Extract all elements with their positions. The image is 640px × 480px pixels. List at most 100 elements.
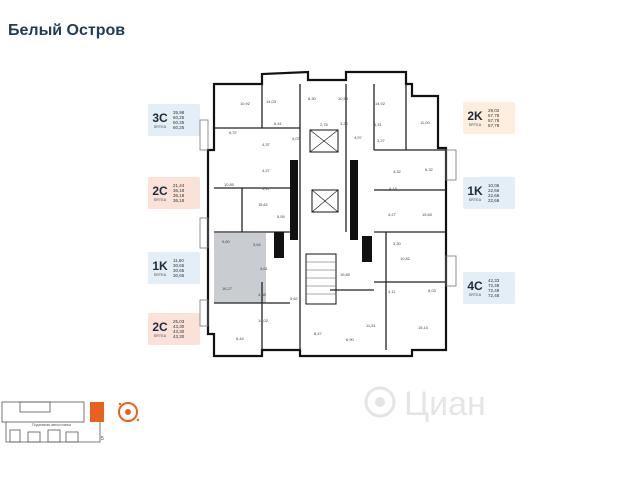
badge-sub: SRTEA bbox=[468, 292, 482, 297]
room-area: 4,27 bbox=[262, 168, 271, 173]
room-area: 6,37 bbox=[229, 130, 238, 135]
building-minimap: Подземная автостоянка 5 bbox=[1, 401, 140, 443]
room-area: 4,61 bbox=[260, 266, 269, 271]
room-area: 4,32 bbox=[393, 169, 402, 174]
room-area: 3,27 bbox=[377, 138, 386, 143]
minimap-section-number: 5 bbox=[101, 436, 104, 442]
page-title: Белый Остров bbox=[8, 22, 126, 39]
badge-type: 1K bbox=[467, 183, 483, 198]
room-area: 6,41 bbox=[274, 121, 283, 126]
room-area: 4,97 bbox=[354, 135, 363, 140]
room-area: 4,07 bbox=[292, 136, 301, 141]
room-area: 6,44 bbox=[236, 336, 245, 341]
room-area: 14,03 bbox=[266, 99, 277, 104]
room-area: 5,59 bbox=[277, 214, 286, 219]
room-area: 3,30 bbox=[393, 241, 402, 246]
badge-type: 3C bbox=[152, 110, 168, 125]
badge-value: 36,18 bbox=[173, 193, 185, 198]
room-area: 3,26 bbox=[340, 121, 349, 126]
badge-value: 43,30 bbox=[173, 334, 185, 340]
badge-type: 2C bbox=[152, 183, 168, 198]
walls bbox=[206, 70, 448, 358]
badge-value: 22,66 bbox=[488, 193, 500, 198]
room-area: 4,37 bbox=[262, 142, 271, 147]
badge-type: 1K bbox=[152, 258, 168, 273]
badge-value: 72,48 bbox=[488, 293, 500, 299]
badge-value: 29,02 bbox=[488, 107, 500, 113]
room-area: 10,80 bbox=[224, 182, 235, 187]
building-core bbox=[274, 129, 372, 305]
badge-value: 60,25 bbox=[173, 114, 185, 120]
room-area: 6,32 bbox=[425, 167, 434, 172]
badge-value: 43,30 bbox=[173, 323, 185, 329]
badge-value: 22,66 bbox=[488, 198, 500, 204]
badge-sub: SRTEA bbox=[468, 197, 482, 202]
room-area: 6,41 bbox=[374, 122, 383, 127]
watermark: Циан bbox=[364, 385, 486, 423]
badge-type: 2K bbox=[467, 108, 483, 123]
room-area: 4,58 bbox=[258, 292, 267, 297]
badge-value: 35,98 bbox=[173, 109, 185, 115]
badge-value: 43,30 bbox=[173, 329, 185, 334]
compass-icon bbox=[118, 402, 140, 422]
watermark-text: Циан bbox=[404, 385, 486, 423]
balconies bbox=[199, 119, 457, 327]
badge-value: 72,48 bbox=[488, 282, 500, 288]
badge-type: 4C bbox=[467, 278, 483, 293]
interior-walls bbox=[214, 84, 446, 350]
badge-value: 57,78 bbox=[488, 123, 500, 129]
badge-sub: SRTEA bbox=[153, 197, 167, 202]
badge-value: 72,48 bbox=[488, 288, 500, 293]
room-area: 2,75 bbox=[320, 122, 329, 127]
room-area: 15,61 bbox=[258, 202, 269, 207]
badge-value: 57,78 bbox=[488, 118, 500, 123]
badge-value: 36,18 bbox=[173, 187, 185, 193]
room-area: 5,47 bbox=[262, 186, 271, 191]
badge-value: 21,44 bbox=[173, 182, 185, 188]
highlighted-apartment[interactable] bbox=[214, 233, 266, 303]
selected-section[interactable] bbox=[90, 402, 104, 422]
room-labels: 10,92 14,03 6,30 10,55 14,92 6,37 6,41 4… bbox=[222, 96, 437, 342]
badge-value: 10,06 bbox=[488, 182, 500, 188]
room-area: 8,47 bbox=[314, 331, 323, 336]
badge-value: 30,65 bbox=[173, 273, 185, 279]
badge-value: 42,33 bbox=[488, 277, 500, 283]
badge-value: 22,66 bbox=[488, 187, 500, 193]
room-area: 16,27 bbox=[222, 286, 233, 291]
room-area: 11,51 bbox=[366, 323, 376, 328]
badge-value: 30,65 bbox=[173, 262, 185, 268]
room-area: 4,18 bbox=[389, 186, 398, 191]
room-area: 10,92 bbox=[240, 101, 251, 106]
badge-sub: SRTEA bbox=[153, 333, 167, 338]
badge-value: 30,65 bbox=[173, 268, 185, 273]
badge-sub: SRTEA bbox=[468, 122, 482, 127]
room-area: 14,92 bbox=[375, 101, 386, 106]
room-area: 5,62 bbox=[290, 296, 299, 301]
room-area: 4,11 bbox=[388, 289, 396, 294]
room-area: 6,90 bbox=[346, 337, 355, 342]
room-area: 8,03 bbox=[428, 288, 437, 293]
badge-value: 11,60 bbox=[173, 257, 184, 263]
room-area: 14,02 bbox=[258, 318, 269, 323]
badge-value: 36,18 bbox=[173, 198, 185, 204]
badge-value: 60,25 bbox=[173, 125, 185, 131]
room-area: 3,64 bbox=[253, 242, 262, 247]
room-area: 11,00 bbox=[420, 120, 430, 125]
room-area: 19,80 bbox=[340, 272, 351, 277]
room-area: 15,60 bbox=[422, 212, 433, 217]
badge-sub: SRTEA bbox=[153, 272, 167, 277]
room-area: 10,82 bbox=[400, 256, 411, 261]
room-area: 4,27 bbox=[388, 212, 397, 217]
minimap-caption: Подземная автостоянка bbox=[32, 423, 71, 427]
badge-sub: SRTEA bbox=[153, 124, 167, 129]
badge-value: 57,78 bbox=[488, 112, 500, 118]
room-area: 10,55 bbox=[338, 96, 349, 101]
